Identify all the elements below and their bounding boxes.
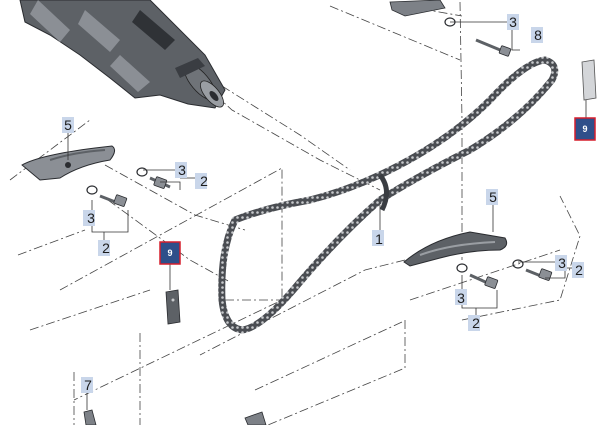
svg-text:3: 3: [457, 290, 465, 306]
label-3-left-b: 3: [83, 210, 95, 226]
label-2-left-b: 2: [98, 240, 110, 256]
crankshaft: [19, 0, 226, 109]
svg-text:1: 1: [375, 231, 383, 247]
label-9-right: 9: [574, 117, 596, 141]
label-5-right: 5: [486, 189, 498, 205]
svg-text:9: 9: [582, 124, 587, 134]
label-3-top: 3: [507, 14, 519, 30]
svg-text:5: 5: [64, 117, 72, 133]
label-3-right-a: 3: [555, 255, 567, 271]
svg-text:7: 7: [84, 377, 92, 393]
label-9-left: 9: [159, 241, 181, 265]
bottom-part-7: [83, 409, 97, 425]
svg-text:3: 3: [558, 255, 566, 271]
svg-text:2: 2: [102, 240, 110, 256]
label-7: 7: [81, 377, 93, 393]
guide-pad-left: [165, 289, 181, 325]
construction-lines: [9, 1, 581, 425]
svg-text:2: 2: [472, 315, 480, 331]
label-3-right-b: 3: [455, 289, 467, 306]
svg-text:2: 2: [200, 173, 208, 189]
bottom-part-mid: [244, 411, 267, 425]
label-3-left-a: 3: [175, 162, 187, 178]
svg-text:5: 5: [489, 189, 497, 205]
part-labels: 3 8 5 3 2 3 2 1: [62, 14, 596, 393]
label-2-left-a: 2: [195, 173, 208, 189]
label-2-right-b: 2: [468, 315, 480, 331]
svg-text:8: 8: [534, 27, 542, 43]
chain-rail-right: [403, 231, 508, 267]
chain-guide-top: [389, 0, 446, 17]
svg-text:3: 3: [87, 210, 95, 226]
tensioner-rail-left: [21, 145, 116, 181]
guide-pad-right: [581, 59, 597, 101]
bolt-top: [444, 17, 512, 57]
label-5-left: 5: [62, 117, 74, 133]
label-2-right-a: 2: [572, 262, 584, 278]
svg-text:9: 9: [167, 248, 172, 258]
svg-text:3: 3: [178, 162, 186, 178]
leader-lines: [67, 21, 587, 410]
svg-text:2: 2: [575, 262, 583, 278]
label-1: 1: [372, 230, 384, 247]
bolts-right: [456, 259, 553, 289]
label-8: 8: [531, 27, 543, 43]
bolts-left: [86, 167, 171, 207]
timing-chain: [218, 56, 559, 334]
svg-text:3: 3: [509, 14, 517, 30]
